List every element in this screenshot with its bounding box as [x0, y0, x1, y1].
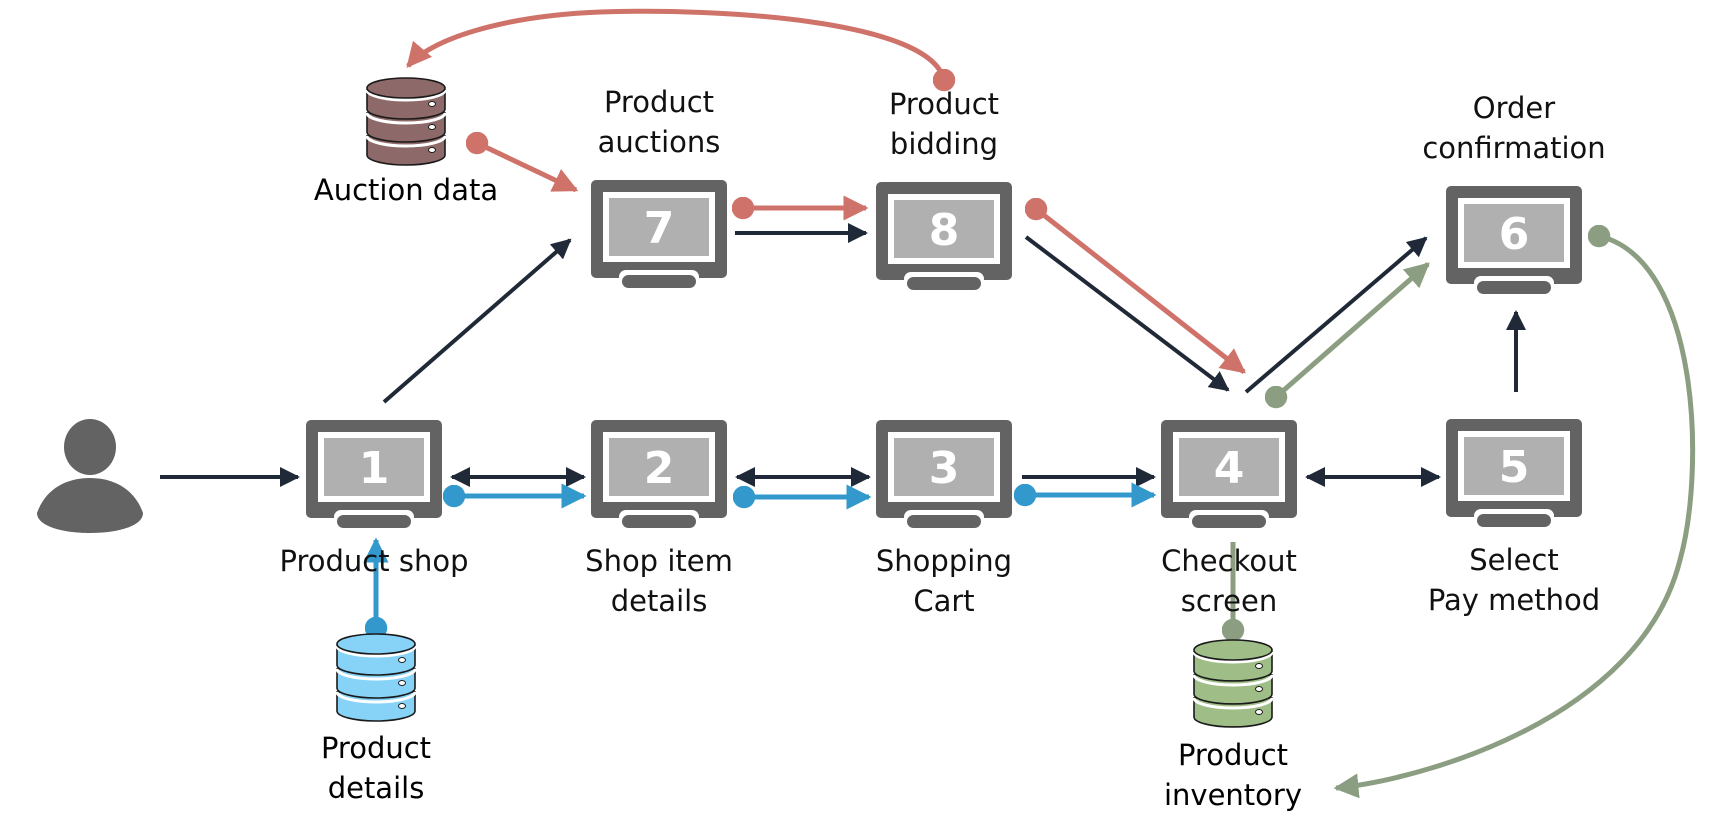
monitor-icon — [591, 420, 727, 528]
screen-label: Shop item — [585, 544, 733, 578]
screen-label: auctions — [598, 125, 721, 159]
screen-number: 5 — [1499, 442, 1530, 493]
edge-4-6 — [1244, 236, 1428, 394]
databases-layer: Auction dataProductdetailsProductinvento… — [314, 77, 1302, 812]
edge-8-4 — [1024, 235, 1230, 392]
screen-label: confirmation — [1422, 131, 1605, 165]
database-icon — [1192, 639, 1274, 728]
screen-label: details — [611, 584, 708, 618]
screen-label: Product — [604, 85, 714, 119]
database-icon — [365, 77, 447, 166]
screen-number: 6 — [1499, 209, 1530, 260]
screen-number: 1 — [359, 443, 390, 494]
screen-label: Product shop — [280, 544, 469, 578]
screen-8: 8 Product bidding — [876, 87, 1012, 290]
database-label: inventory — [1164, 778, 1302, 812]
screen-label: Product — [889, 87, 999, 121]
database-label: Auction data — [314, 173, 498, 207]
monitor-icon — [591, 180, 727, 288]
database-label: Product — [1178, 738, 1288, 772]
screen-6: 6 Order confirmation — [1422, 91, 1606, 294]
monitor-icon — [876, 420, 1012, 528]
database-auction: Auction data — [314, 77, 498, 207]
monitor-icon — [876, 182, 1012, 290]
screen-label: Cart — [913, 584, 974, 618]
screen-label: bidding — [890, 127, 998, 161]
person-icon — [37, 419, 143, 533]
monitor-icon — [306, 420, 442, 528]
database-label: details — [328, 771, 425, 805]
screen-number: 3 — [929, 443, 960, 494]
edge-1-7 — [382, 238, 572, 404]
screen-7: 7 Product auctions — [591, 85, 727, 288]
screen-label: Order — [1473, 91, 1555, 125]
screen-number: 8 — [929, 205, 960, 256]
edges-layer — [160, 8, 1696, 799]
edge-inventory-4-6 — [1264, 262, 1430, 409]
monitor-icon — [1161, 420, 1297, 528]
screen-label: Pay method — [1428, 583, 1600, 617]
edge-auction-8-to-auction-db — [406, 8, 956, 92]
edge-auction-8-4 — [1024, 197, 1246, 374]
monitor-icon — [1446, 186, 1582, 294]
screen-number: 7 — [644, 203, 675, 254]
edge-inventory-6-to-inventory-db — [1333, 224, 1696, 799]
screen-label: Select — [1469, 543, 1558, 577]
screen-number: 2 — [644, 443, 675, 494]
database-details: Product details — [321, 633, 431, 805]
database-icon — [335, 633, 417, 722]
database-inventory: Product inventory — [1164, 639, 1302, 812]
screen-label: Shopping — [876, 544, 1012, 578]
monitor-icon — [1446, 419, 1582, 527]
screen-label: screen — [1181, 584, 1277, 618]
edge-auction-db-to-7 — [465, 131, 579, 193]
database-label: Product — [321, 731, 431, 765]
screen-label: Checkout — [1161, 544, 1297, 578]
screen-number: 4 — [1214, 443, 1245, 494]
